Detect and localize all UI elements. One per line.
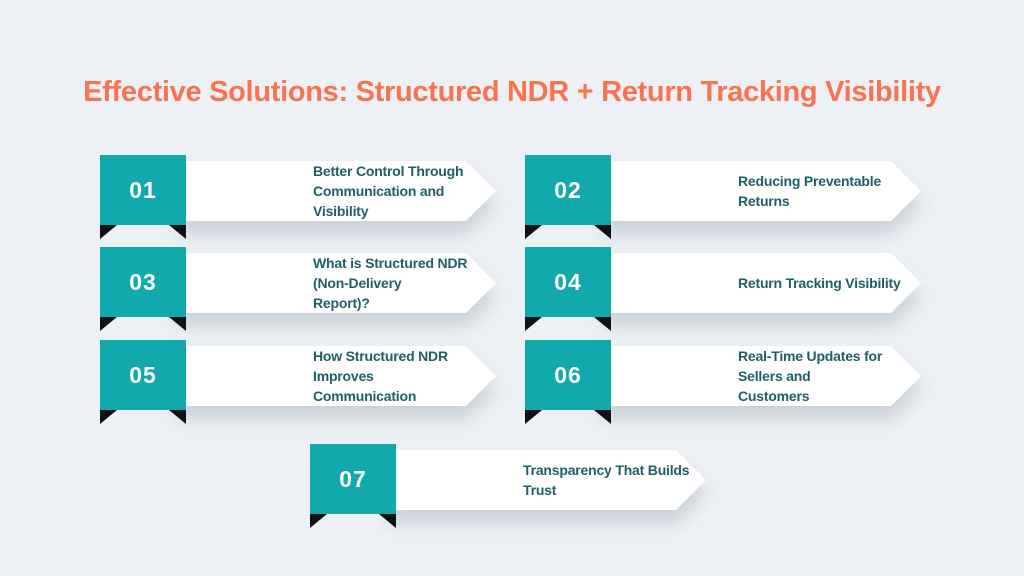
item-number: 04 xyxy=(554,268,582,295)
item-number: 07 xyxy=(339,465,367,492)
item-number-badge: 01 xyxy=(100,155,186,225)
ribbon-fold-left xyxy=(310,514,327,528)
item-number: 02 xyxy=(554,176,582,203)
ribbon-fold-right xyxy=(594,410,611,424)
item-banner-wrap: Real-Time Updates for Sellers and Custom… xyxy=(603,346,921,406)
item-banner-wrap: Better Control Through Communication and… xyxy=(178,161,496,221)
item-number-badge: 04 xyxy=(525,247,611,317)
ribbon-fold-left xyxy=(100,317,117,331)
list-item-06: Real-Time Updates for Sellers and Custom… xyxy=(525,340,925,430)
item-number: 06 xyxy=(554,361,582,388)
ribbon-fold-right xyxy=(594,317,611,331)
ribbon-fold-right xyxy=(169,225,186,239)
ribbon-fold-left xyxy=(525,317,542,331)
item-number-badge: 02 xyxy=(525,155,611,225)
item-number: 01 xyxy=(129,176,157,203)
item-label: What is Structured NDR (Non-Delivery Rep… xyxy=(313,255,468,311)
ribbon-fold-right xyxy=(594,225,611,239)
item-number-badge: 07 xyxy=(310,444,396,514)
item-banner-wrap: Reducing Preventable Returns xyxy=(603,161,921,221)
item-banner-arrow: What is Structured NDR (Non-Delivery Rep… xyxy=(178,253,496,313)
item-banner-arrow: Reducing Preventable Returns xyxy=(603,161,921,221)
list-item-03: What is Structured NDR (Non-Delivery Rep… xyxy=(100,247,500,337)
page-title: Effective Solutions: Structured NDR + Re… xyxy=(83,76,941,108)
item-label: Real-Time Updates for Sellers and Custom… xyxy=(738,348,883,404)
list-item-07: Transparency That Builds Trust 07 xyxy=(310,444,710,534)
item-banner-arrow: How Structured NDR Improves Communicatio… xyxy=(178,346,496,406)
item-label: Transparency That Builds Trust xyxy=(523,462,690,498)
item-number: 03 xyxy=(129,268,157,295)
item-label: Return Tracking Visibility xyxy=(738,275,901,291)
item-label: How Structured NDR Improves Communicatio… xyxy=(313,348,448,404)
ribbon-fold-right xyxy=(169,317,186,331)
item-number-badge: 06 xyxy=(525,340,611,410)
list-item-05: How Structured NDR Improves Communicatio… xyxy=(100,340,500,430)
item-banner-wrap: What is Structured NDR (Non-Delivery Rep… xyxy=(178,253,496,313)
item-label: Reducing Preventable Returns xyxy=(738,173,882,209)
list-item-04: Return Tracking Visibility 04 xyxy=(525,247,925,337)
ribbon-fold-left xyxy=(525,225,542,239)
ribbon-fold-right xyxy=(169,410,186,424)
item-banner-arrow: Return Tracking Visibility xyxy=(603,253,921,313)
item-banner-arrow: Transparency That Builds Trust xyxy=(388,450,706,510)
ribbon-fold-right xyxy=(379,514,396,528)
item-banner-arrow: Better Control Through Communication and… xyxy=(178,161,496,221)
item-banner-wrap: Return Tracking Visibility xyxy=(603,253,921,313)
item-banner-arrow: Real-Time Updates for Sellers and Custom… xyxy=(603,346,921,406)
item-number: 05 xyxy=(129,361,157,388)
item-label: Better Control Through Communication and… xyxy=(313,163,464,219)
ribbon-fold-left xyxy=(525,410,542,424)
item-number-badge: 05 xyxy=(100,340,186,410)
item-number-badge: 03 xyxy=(100,247,186,317)
item-banner-wrap: Transparency That Builds Trust xyxy=(388,450,706,510)
item-banner-wrap: How Structured NDR Improves Communicatio… xyxy=(178,346,496,406)
list-item-02: Reducing Preventable Returns 02 xyxy=(525,155,925,245)
list-item-01: Better Control Through Communication and… xyxy=(100,155,500,245)
ribbon-fold-left xyxy=(100,225,117,239)
ribbon-fold-left xyxy=(100,410,117,424)
